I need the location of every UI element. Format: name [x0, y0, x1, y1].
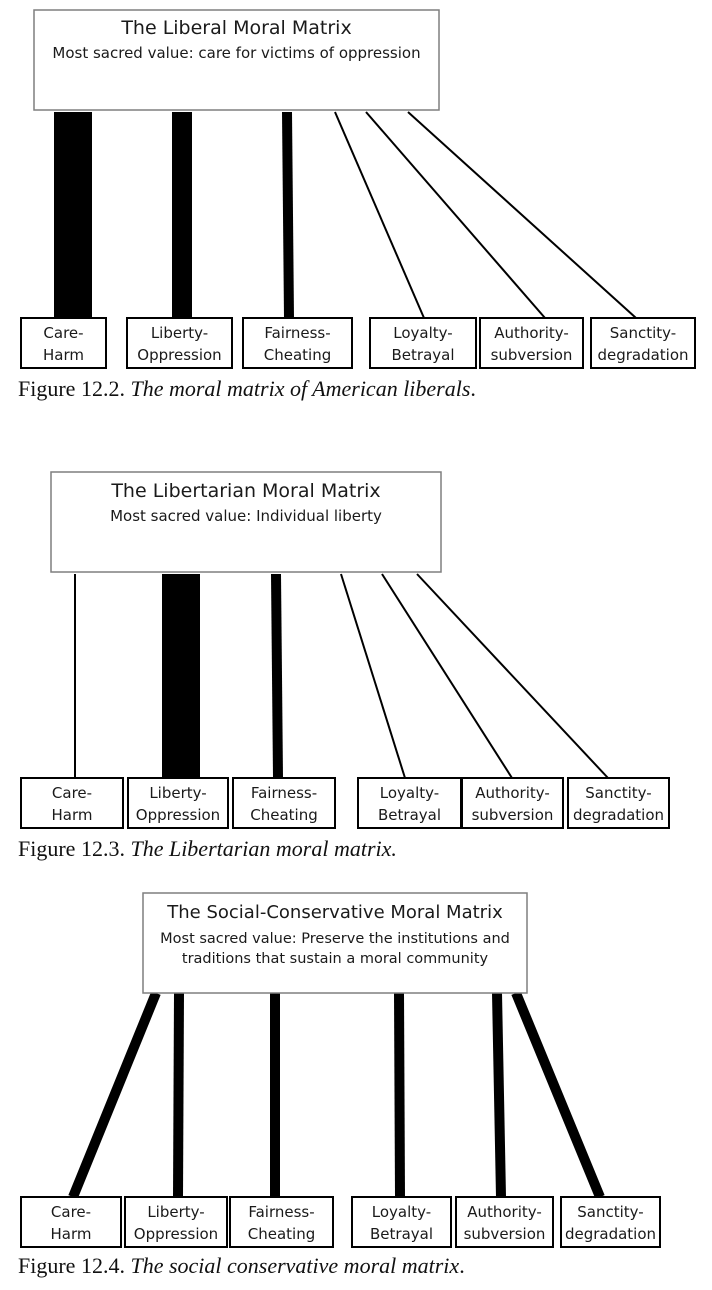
matrix-sacred-value: traditions that sustain a moral communit…: [182, 951, 489, 967]
foundation-label-top: Fairness-: [251, 784, 317, 802]
foundation-box: [455, 1196, 554, 1248]
foundation-box: [20, 777, 124, 829]
foundation-label-bottom: degradation: [597, 346, 688, 364]
figure-caption-libertarian: Figure 12.3. The Libertarian moral matri…: [18, 836, 397, 862]
foundation-box: [127, 777, 229, 829]
foundation-label-bottom: Cheating: [250, 806, 317, 824]
foundation-label-top: Sanctity-: [610, 324, 676, 342]
foundation-label-bottom: subversion: [464, 1225, 546, 1243]
connector-line-5: [511, 991, 605, 1199]
foundation-label-bottom: subversion: [472, 806, 554, 824]
caption-title: The moral matrix of American liberals: [130, 376, 471, 401]
foundation-box: [124, 1196, 228, 1248]
connector-line-5: [416, 573, 609, 779]
matrix-title: The Liberal Moral Matrix: [120, 17, 351, 39]
foundation-label-top: Fairness-: [264, 324, 330, 342]
foundation-box: [20, 1196, 122, 1248]
matrix-sacred-value: Most sacred value: Individual liberty: [110, 507, 382, 525]
foundation-box: [229, 1196, 334, 1248]
foundation-label-bottom: Harm: [51, 1225, 92, 1243]
foundation-box: [567, 777, 670, 829]
foundation-box: [242, 317, 353, 369]
foundation-label-bottom: Oppression: [137, 346, 221, 364]
matrix-header-box: [33, 9, 440, 111]
foundation-label-top: Liberty-: [147, 1203, 204, 1221]
foundation-label-top: Authority-: [494, 324, 569, 342]
foundation-label-bottom: Oppression: [136, 806, 220, 824]
caption-title: The Libertarian moral matrix.: [130, 836, 397, 861]
connector-line-3: [394, 992, 405, 1198]
foundation-label-bottom: subversion: [491, 346, 573, 364]
foundation-label-top: Care-: [43, 324, 83, 342]
matrix-sacred-value: Most sacred value: Preserve the institut…: [160, 931, 510, 947]
foundation-box: [369, 317, 477, 369]
connector-line-2: [282, 111, 294, 319]
foundation-label-bottom: Cheating: [264, 346, 331, 364]
caption-end: .: [470, 376, 476, 401]
connector-line-4: [365, 111, 546, 319]
foundation-label-top: Loyalty-: [372, 1203, 431, 1221]
caption-prefix: Figure 12.3.: [18, 836, 125, 861]
foundation-label-bottom: Oppression: [134, 1225, 218, 1243]
caption-prefix: Figure 12.2.: [18, 376, 125, 401]
foundation-label-top: Care-: [52, 784, 92, 802]
foundation-label-bottom: Harm: [52, 806, 93, 824]
connector-line-1: [173, 992, 184, 1198]
caption-end: .: [459, 1253, 465, 1278]
connector-line-0: [68, 991, 161, 1199]
foundation-label-top: Liberty-: [151, 324, 208, 342]
foundation-box: [461, 777, 564, 829]
foundation-box: [232, 777, 336, 829]
foundation-label-top: Sanctity-: [577, 1203, 643, 1221]
matrix-header-box: [50, 471, 442, 573]
foundation-box: [20, 317, 107, 369]
figure-caption-liberal: Figure 12.2. The moral matrix of America…: [18, 376, 476, 402]
foundation-label-bottom: Betrayal: [378, 806, 441, 824]
connector-line-4: [381, 573, 513, 779]
foundation-label-bottom: Harm: [43, 346, 84, 364]
caption-prefix: Figure 12.4.: [18, 1253, 125, 1278]
foundation-box: [126, 317, 233, 369]
foundation-label-top: Authority-: [467, 1203, 542, 1221]
matrix-social-conservative: The Social-Conservative Moral MatrixMost…: [20, 892, 661, 1248]
foundation-label-top: Authority-: [475, 784, 550, 802]
foundation-box: [560, 1196, 661, 1248]
foundation-label-bottom: degradation: [565, 1225, 656, 1243]
foundation-label-top: Loyalty-: [393, 324, 452, 342]
matrix-header-box: [142, 892, 528, 994]
matrix-title: The Social-Conservative Moral Matrix: [166, 902, 503, 923]
matrix-title: The Libertarian Moral Matrix: [110, 480, 380, 502]
foundation-label-bottom: Cheating: [248, 1225, 315, 1243]
foundation-label-bottom: Betrayal: [392, 346, 455, 364]
caption-title: The social conservative moral matrix: [130, 1253, 460, 1278]
connector-line-4: [492, 992, 506, 1198]
connector-line-2: [271, 573, 283, 779]
figure-caption-social-conservative: Figure 12.4. The social conservative mor…: [18, 1253, 465, 1279]
foundation-label-top: Loyalty-: [380, 784, 439, 802]
matrix-sacred-value: Most sacred value: care for victims of o…: [52, 44, 420, 62]
foundation-label-top: Fairness-: [248, 1203, 314, 1221]
connector-line-3: [334, 111, 425, 319]
foundation-box: [479, 317, 584, 369]
foundation-box: [351, 1196, 452, 1248]
connector-line-5: [407, 111, 637, 319]
foundation-label-top: Sanctity-: [585, 784, 651, 802]
foundation-box: [590, 317, 696, 369]
connector-line-3: [340, 573, 406, 779]
foundation-label-top: Liberty-: [149, 784, 206, 802]
foundation-label-top: Care-: [51, 1203, 91, 1221]
foundation-label-bottom: degradation: [573, 806, 664, 824]
foundation-label-bottom: Betrayal: [370, 1225, 433, 1243]
